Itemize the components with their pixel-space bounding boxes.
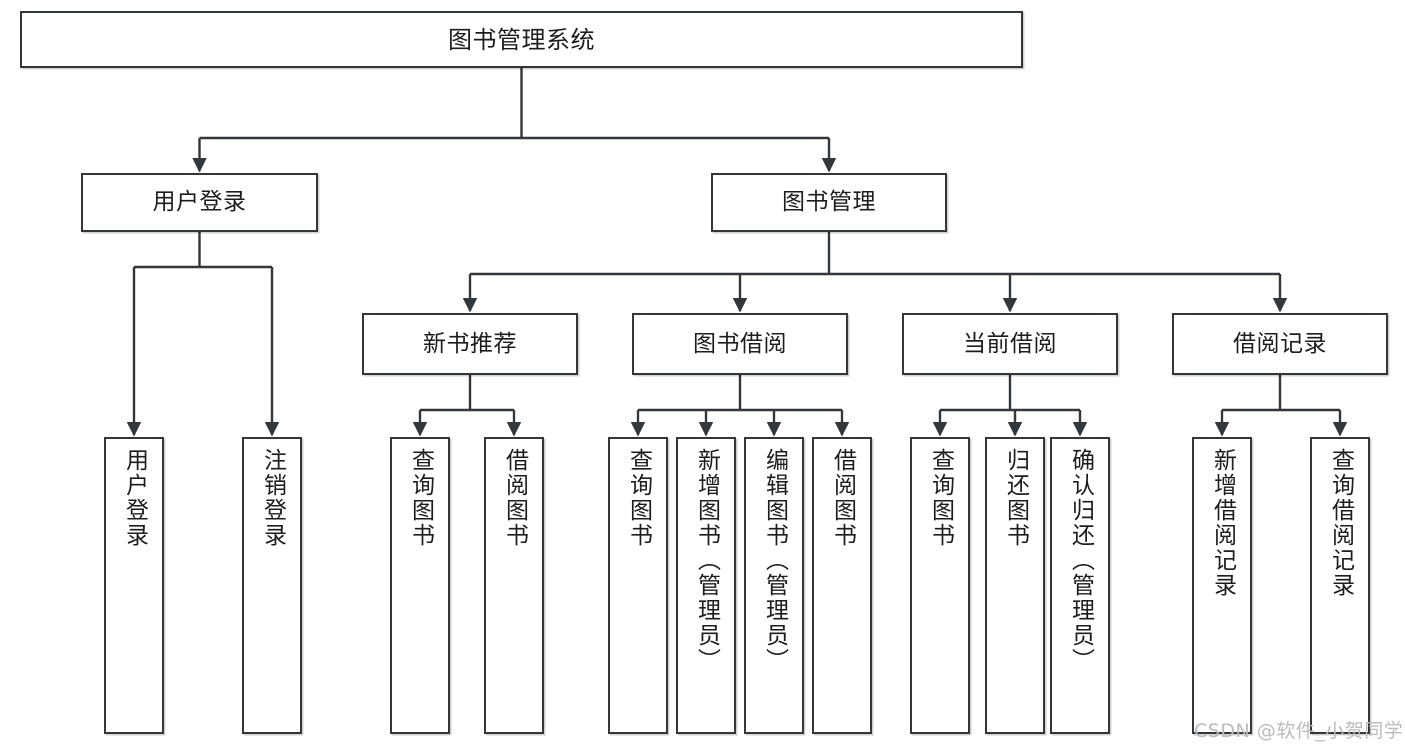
level2-node-2-label: 图书管理 xyxy=(782,189,876,215)
leaf-node-4-label: 借阅图书 xyxy=(501,448,528,548)
leaf-node-9[interactable]: 查询图书 xyxy=(910,437,970,734)
leaf-node-8-label: 借阅图书 xyxy=(829,448,856,548)
level3-node-1-label: 新书推荐 xyxy=(423,330,517,357)
leaf-node-12-label: 新增借阅记录 xyxy=(1209,448,1236,598)
leaf-node-12[interactable]: 新增借阅记录 xyxy=(1192,437,1252,734)
leaf-node-11-label: 确认归还（管理员） xyxy=(1067,448,1094,673)
leaf-node-6[interactable]: 新增图书（管理员） xyxy=(676,437,736,734)
level3-node-4[interactable]: 借阅记录 xyxy=(1172,313,1388,375)
leaf-node-2[interactable]: 注销登录 xyxy=(242,437,302,734)
leaf-node-8[interactable]: 借阅图书 xyxy=(812,437,872,734)
level2-node-1-label: 用户登录 xyxy=(152,189,247,215)
leaf-node-5[interactable]: 查询图书 xyxy=(608,437,668,734)
leaf-node-4[interactable]: 借阅图书 xyxy=(484,437,544,734)
leaf-node-10-label: 归还图书 xyxy=(1002,448,1029,548)
leaf-node-10[interactable]: 归还图书 xyxy=(985,437,1045,734)
leaf-node-3[interactable]: 查询图书 xyxy=(390,437,450,734)
level3-node-2-label: 图书借阅 xyxy=(693,330,787,357)
leaf-node-7[interactable]: 编辑图书（管理员） xyxy=(744,437,804,734)
leaf-node-2-label: 注销登录 xyxy=(259,448,286,548)
leaf-node-1[interactable]: 用户登录 xyxy=(104,437,164,734)
level3-node-4-label: 借阅记录 xyxy=(1233,330,1327,357)
level2-node-2[interactable]: 图书管理 xyxy=(711,173,947,232)
level3-node-1[interactable]: 新书推荐 xyxy=(362,313,578,375)
level3-node-3[interactable]: 当前借阅 xyxy=(902,313,1118,375)
level3-node-3-label: 当前借阅 xyxy=(963,330,1057,357)
leaf-node-13-label: 查询借阅记录 xyxy=(1327,448,1354,598)
leaf-node-5-label: 查询图书 xyxy=(625,448,652,548)
level2-node-1[interactable]: 用户登录 xyxy=(81,173,318,232)
leaf-node-11[interactable]: 确认归还（管理员） xyxy=(1050,437,1110,734)
watermark-text: CSDN @软件_小贺同学 xyxy=(1194,720,1404,742)
leaf-node-6-label: 新增图书（管理员） xyxy=(693,448,720,673)
leaf-node-3-label: 查询图书 xyxy=(407,448,434,548)
root-node-book-management-system-label: 图书管理系统 xyxy=(448,25,595,54)
level3-node-2[interactable]: 图书借阅 xyxy=(632,313,848,375)
leaf-node-7-label: 编辑图书（管理员） xyxy=(761,448,788,673)
leaf-node-13[interactable]: 查询借阅记录 xyxy=(1310,437,1370,734)
root-node-book-management-system[interactable]: 图书管理系统 xyxy=(20,11,1023,68)
leaf-node-1-label: 用户登录 xyxy=(121,448,148,548)
leaf-node-9-label: 查询图书 xyxy=(927,448,954,548)
